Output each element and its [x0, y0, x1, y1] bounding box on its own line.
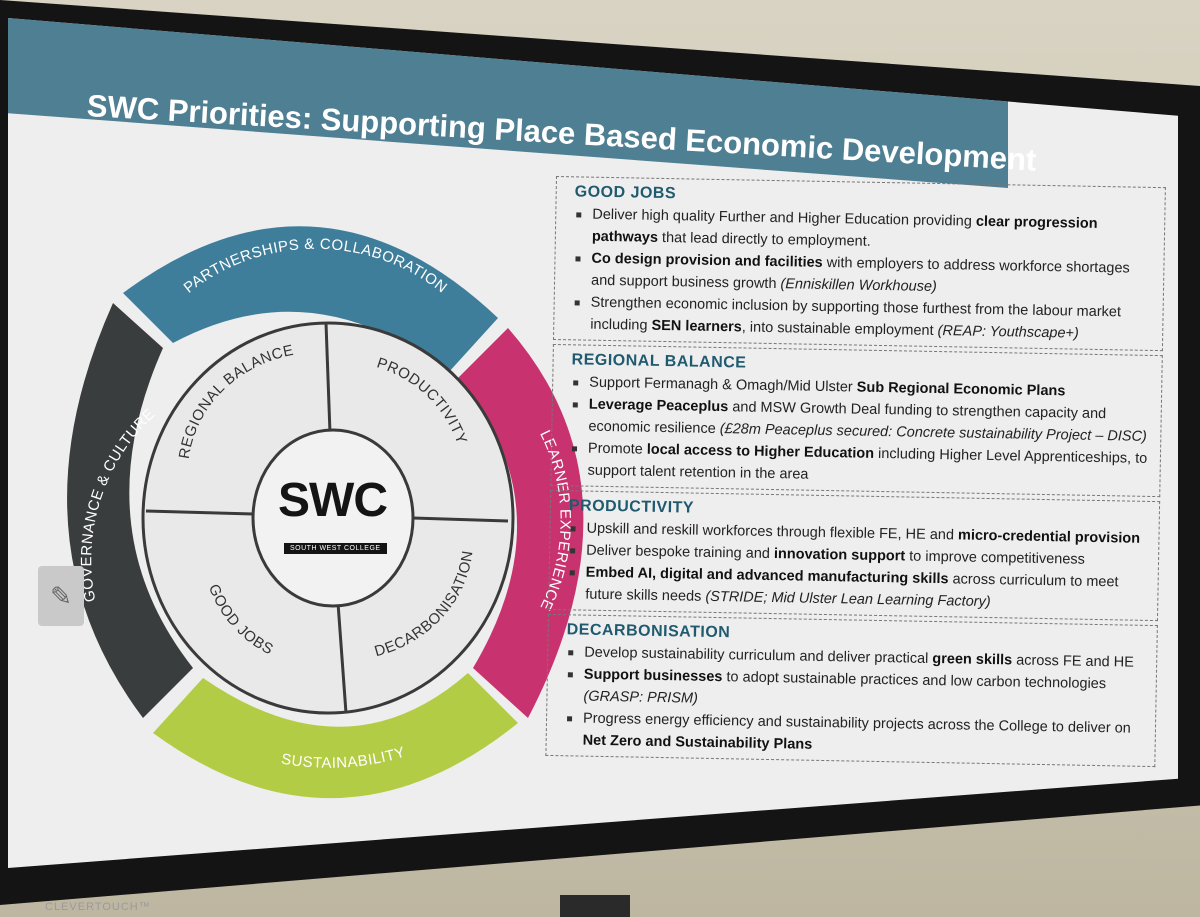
inner-divider-left	[145, 509, 254, 516]
list-item: Promote local access to Higher Education…	[569, 437, 1150, 492]
priorities-wheel: PARTNERSHIPS & COLLABORATION LEARNER EXP…	[67, 226, 584, 799]
inner-divider-right	[412, 516, 509, 523]
list-item: Embed AI, digital and advanced manufactu…	[567, 561, 1148, 616]
logo-circle	[251, 428, 415, 608]
swc-logo: SWC	[278, 474, 388, 527]
section-regional-balance: REGIONAL BALANCE Support Fermanagh & Oma…	[550, 343, 1163, 498]
priorities-panel: GOOD JOBS Deliver high quality Further a…	[545, 176, 1166, 771]
list-item: Progress energy efficiency and sustainab…	[564, 707, 1145, 762]
section-good-jobs: GOOD JOBS Deliver high quality Further a…	[552, 176, 1166, 352]
monitor-stand	[560, 895, 630, 917]
monitor-brand-label: CLEVERTOUCH™	[45, 901, 151, 913]
segment-sustainability	[153, 673, 518, 799]
swc-logo-subtitle: SOUTH WEST COLLEGE	[284, 543, 387, 554]
list-item: Strengthen economic inclusion by support…	[572, 291, 1153, 346]
inner-divider-top	[324, 322, 332, 434]
segment-partnerships	[123, 226, 498, 373]
segment-governance	[67, 303, 193, 718]
pencil-icon[interactable]: ✎	[38, 566, 84, 626]
section-productivity: PRODUCTIVITY Upskill and reskill workfor…	[548, 489, 1161, 622]
section-decarbonisation: DECARBONISATION Develop sustainability c…	[545, 613, 1158, 768]
presentation-screen: SWC Priorities: Supporting Place Based E…	[8, 18, 1178, 868]
inner-divider-bottom	[336, 602, 348, 714]
segment-learner-experience	[458, 328, 584, 718]
